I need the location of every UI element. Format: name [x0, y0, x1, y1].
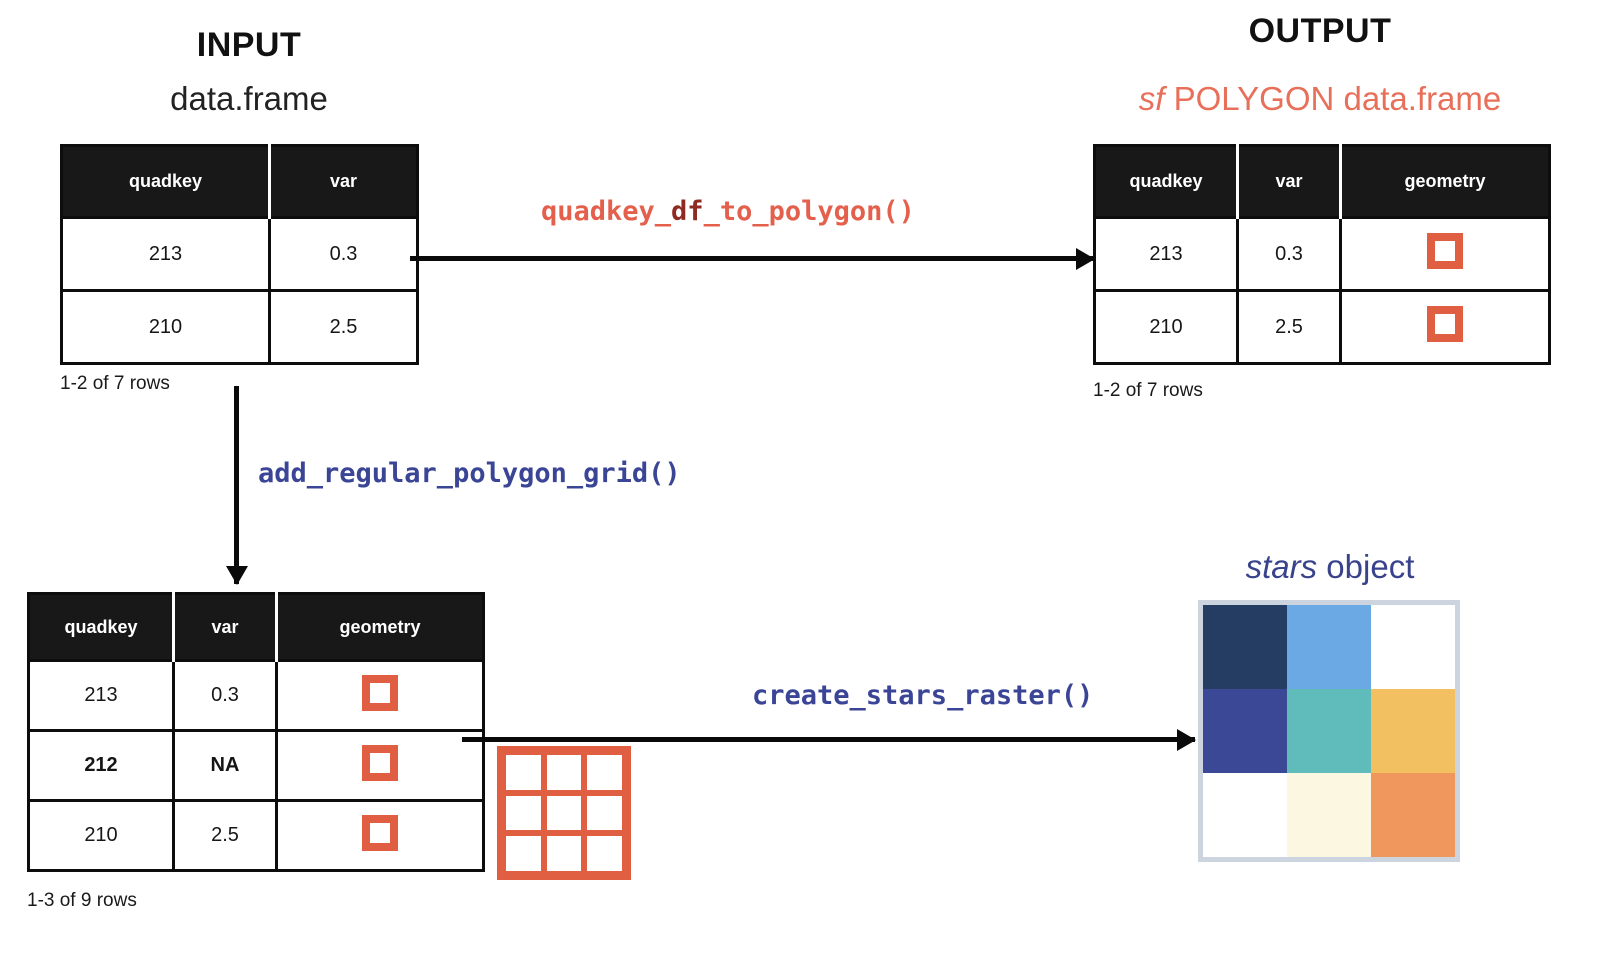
grid-table-wrapper: quadkey var geometry 213 0.3 212 NA — [27, 592, 485, 872]
arrow-input-to-output — [410, 256, 1094, 261]
column-header-geometry: geometry — [1340, 145, 1550, 218]
grid-cell — [584, 833, 625, 874]
cell-quadkey: 210 — [28, 799, 175, 871]
grid-cell — [584, 752, 625, 793]
cell-geometry — [276, 659, 484, 731]
fn-part-1: quadkey_ — [541, 196, 672, 227]
table-row: 213 0.3 — [28, 659, 484, 731]
raster-cell — [1203, 689, 1287, 773]
raster-cell — [1203, 773, 1287, 857]
grid-cell — [503, 752, 544, 793]
stars-title-rest: object — [1317, 548, 1415, 585]
function-label-create-stars-raster: create_stars_raster() — [752, 680, 1094, 711]
table-header-row: quadkey var geometry — [1094, 145, 1550, 218]
output-table-caption: 1-2 of 7 rows — [1093, 380, 1203, 401]
cell-var: 2.5 — [173, 799, 278, 871]
grid-cell — [584, 792, 625, 834]
table-row: 213 0.3 — [1094, 216, 1550, 291]
cell-geometry — [276, 799, 484, 871]
table-header-row: quadkey var — [61, 145, 418, 218]
polygon-square-icon — [362, 814, 398, 851]
column-header-var: var — [1237, 145, 1342, 218]
raster-cell — [1371, 773, 1455, 857]
cell-var: 0.3 — [1237, 216, 1342, 291]
fn-part-2: df — [671, 196, 704, 227]
regular-polygon-grid-icon — [497, 746, 631, 880]
grid-cell — [503, 792, 544, 834]
output-subtitle: sf POLYGON data.frame — [1095, 80, 1545, 118]
grid-cell — [543, 752, 585, 793]
fn-part-3: _to_polygon() — [703, 196, 915, 227]
table-row: 213 0.3 — [61, 216, 418, 291]
stars-object-title: stars object — [1130, 548, 1530, 586]
table-row: 212 NA — [28, 729, 484, 801]
polygon-square-icon — [362, 744, 398, 781]
column-header-quadkey: quadkey — [28, 593, 175, 661]
function-label-quadkey-df-to-polygon: quadkey_df_to_polygon() — [541, 196, 915, 227]
column-header-var: var — [173, 593, 278, 661]
cell-quadkey: 212 — [28, 729, 175, 801]
raster-cell — [1287, 605, 1371, 689]
input-table-wrapper: quadkey var 213 0.3 210 2.5 — [60, 144, 419, 365]
cell-var: 2.5 — [269, 289, 418, 364]
cell-quadkey: 213 — [61, 216, 271, 291]
column-header-var: var — [269, 145, 418, 218]
output-subtitle-rest: POLYGON data.frame — [1164, 80, 1502, 117]
input-table-caption: 1-2 of 7 rows — [60, 373, 170, 394]
table-header-row: quadkey var geometry — [28, 593, 484, 661]
cell-var: NA — [173, 729, 278, 801]
table-row: 210 2.5 — [61, 289, 418, 364]
raster-cell — [1371, 605, 1455, 689]
raster-cell — [1287, 773, 1371, 857]
stars-raster-grid — [1203, 605, 1455, 857]
cell-quadkey: 213 — [1094, 216, 1239, 291]
table-row: 210 2.5 — [1094, 289, 1550, 364]
output-table: quadkey var geometry 213 0.3 210 2.5 — [1093, 144, 1551, 365]
polygon-square-icon — [1427, 233, 1463, 269]
cell-var: 2.5 — [1237, 289, 1342, 364]
output-title: OUTPUT — [1248, 12, 1392, 50]
cell-var: 0.3 — [269, 216, 418, 291]
cell-quadkey: 210 — [61, 289, 271, 364]
output-table-wrapper: quadkey var geometry 213 0.3 210 2.5 — [1093, 144, 1551, 365]
arrow-grid-table-to-stars — [462, 737, 1195, 742]
raster-cell — [1287, 689, 1371, 773]
grid-table-caption: 1-3 of 9 rows — [27, 890, 137, 911]
stars-title-stars: stars — [1245, 548, 1318, 585]
grid-cell — [543, 792, 585, 834]
cell-geometry — [1340, 216, 1550, 291]
column-header-quadkey: quadkey — [61, 145, 271, 218]
grid-cell — [543, 833, 585, 874]
column-header-quadkey: quadkey — [1094, 145, 1239, 218]
input-title: INPUT — [196, 26, 302, 64]
cell-quadkey: 213 — [28, 659, 175, 731]
arrow-input-to-grid-table — [234, 386, 239, 584]
raster-cell — [1203, 605, 1287, 689]
polygon-square-icon — [362, 674, 398, 711]
raster-cell — [1371, 689, 1455, 773]
grid-cell — [503, 833, 544, 874]
input-subtitle: data.frame — [170, 80, 328, 117]
polygon-square-icon — [1427, 306, 1463, 342]
cell-quadkey: 210 — [1094, 289, 1239, 364]
output-subtitle-sf: sf — [1138, 80, 1165, 117]
cell-var: 0.3 — [173, 659, 278, 731]
table-row: 210 2.5 — [28, 799, 484, 871]
grid-table: quadkey var geometry 213 0.3 212 NA — [27, 592, 485, 872]
cell-geometry — [276, 729, 484, 801]
stars-raster — [1198, 600, 1460, 862]
column-header-geometry: geometry — [276, 593, 484, 661]
function-label-add-regular-polygon-grid: add_regular_polygon_grid() — [258, 458, 681, 489]
cell-geometry — [1340, 289, 1550, 364]
input-table: quadkey var 213 0.3 210 2.5 — [60, 144, 419, 365]
